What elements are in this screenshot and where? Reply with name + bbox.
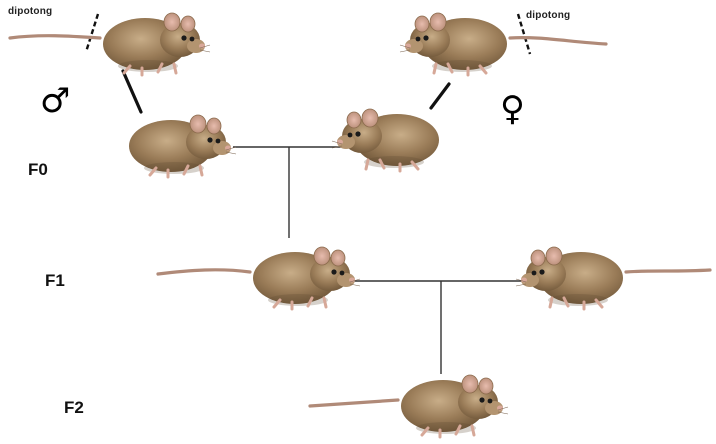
female-symbol-icon: ♀ [500, 89, 525, 129]
mouse-top-male [8, 11, 212, 77]
male-link-line [121, 69, 143, 114]
mouse-f2 [308, 373, 510, 439]
cut-label-right: dipotong [526, 10, 571, 21]
pedigree-lines [233, 146, 536, 374]
female-link-line [429, 82, 451, 110]
male-symbol-icon: ♂ [40, 81, 71, 121]
female-cut-marker [516, 13, 532, 55]
mouse-f0-male [127, 113, 238, 179]
tail-cut-markers [84, 13, 532, 55]
male-cut-marker [84, 13, 100, 53]
mouse-f1-right [516, 247, 712, 309]
generation-label-f2: F2 [64, 398, 84, 417]
cut-label-left: dipotong [8, 6, 53, 17]
parent-link-lines [121, 69, 451, 114]
mouse-f0-female [332, 109, 439, 171]
generation-label-f0: F0 [28, 160, 48, 179]
mouse-f1-left [156, 245, 362, 311]
generation-label-f1: F1 [45, 271, 65, 290]
mouse-top-female [400, 13, 608, 75]
